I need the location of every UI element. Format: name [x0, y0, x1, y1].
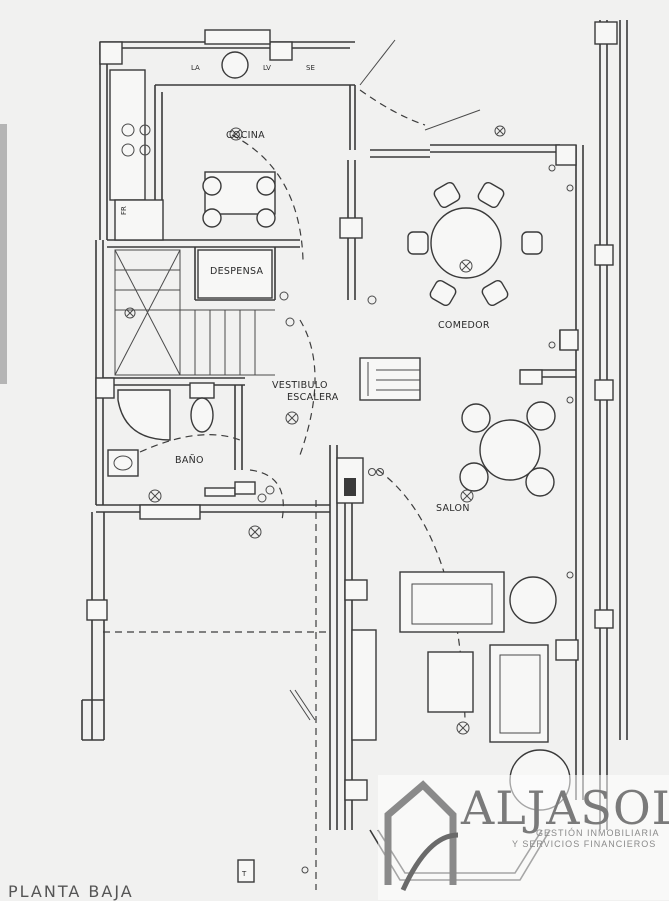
label-escalera: ESCALERA: [287, 392, 339, 403]
fireplace: [336, 457, 364, 504]
plan-footer-title: PLANTA BAJA: [8, 882, 134, 901]
outer-walls: [81, 20, 628, 830]
house-logo-icon: [384, 780, 458, 892]
hall-door-arc: [299, 319, 316, 456]
label-salon: SALON: [436, 503, 470, 514]
salon-door-arc: [377, 469, 466, 721]
break-mark: [289, 689, 311, 721]
label-despensa: DESPENSA: [210, 266, 263, 277]
meter-box: [237, 859, 255, 883]
pantry-shelf: [197, 249, 273, 299]
bath-door-arc: [249, 469, 284, 521]
label-fr: FR: [120, 206, 128, 215]
label-lv: LV: [263, 64, 271, 72]
kitchen-furniture: [109, 29, 304, 261]
label-vestibulo: VESTIBULO: [272, 380, 328, 391]
terrace-doors: [359, 39, 481, 131]
watermark-line2: Y SERVICIOS FINANCIEROS: [512, 839, 657, 849]
dining-table: [407, 181, 543, 307]
label-comedor: COMEDOR: [438, 320, 490, 331]
watermark: ALJASOL GESTIÓN INMOBILIARIA Y SERVICIOS…: [378, 775, 669, 900]
label-bano: BAÑO: [175, 455, 204, 466]
pillars: [86, 21, 618, 801]
sockets: [257, 164, 574, 874]
label-la: LA: [191, 64, 200, 72]
label-cocina: COCINA: [226, 130, 265, 141]
living-sofas: [351, 571, 557, 743]
watermark-brand: ALJASOL: [461, 781, 669, 835]
break-mark-2: [294, 689, 316, 721]
staircase: [114, 249, 275, 376]
light-symbols: [124, 125, 506, 735]
bathroom-furniture: [107, 382, 256, 520]
label-se: SE: [306, 64, 315, 72]
screen-edge-strip: [0, 124, 7, 384]
label-t: T: [241, 870, 247, 878]
sideboard: [359, 357, 543, 401]
watermark-line1: GESTIÓN INMOBILIARIA: [536, 828, 660, 838]
lounge-round-table: [459, 401, 556, 497]
